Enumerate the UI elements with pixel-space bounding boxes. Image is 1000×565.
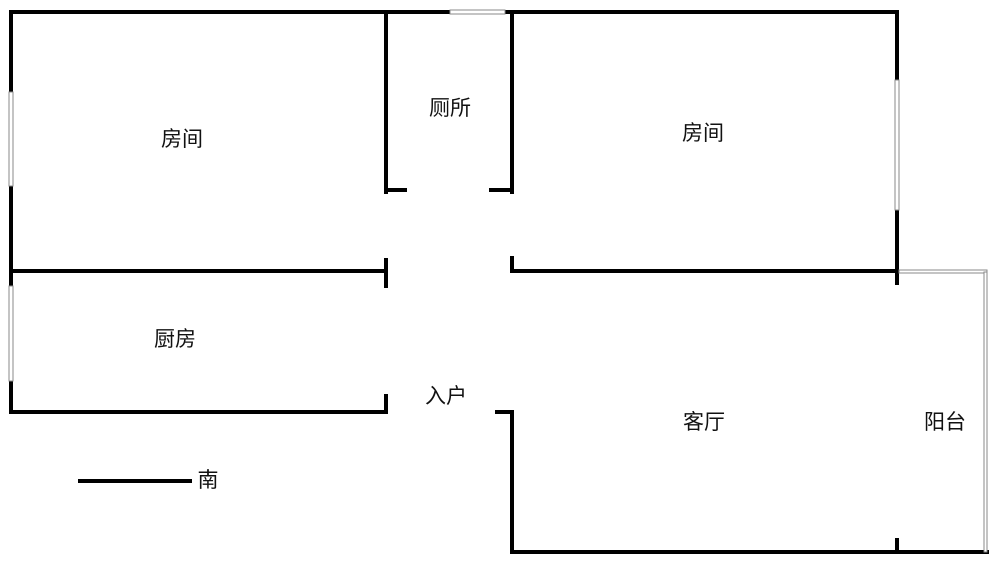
- room-label-toilet: 厕所: [429, 96, 471, 120]
- window-left-bedroom: [8, 91, 14, 187]
- balcony-rail-top: [898, 269, 988, 274]
- room-label-kitchen: 厨房: [154, 327, 196, 351]
- window-toilet: [449, 9, 506, 15]
- balcony-rail-east: [983, 271, 988, 553]
- window-right-bedroom: [894, 79, 900, 211]
- room-label-balcony: 阳台: [924, 410, 966, 434]
- room-label-entrance: 入户: [425, 384, 467, 408]
- window-kitchen: [8, 285, 14, 382]
- room-label-living-room: 客厅: [683, 410, 725, 434]
- room-label-bedroom-right: 房间: [682, 121, 724, 145]
- room-label-bedroom-left: 房间: [161, 127, 203, 151]
- compass-south-label: 南: [197, 468, 219, 492]
